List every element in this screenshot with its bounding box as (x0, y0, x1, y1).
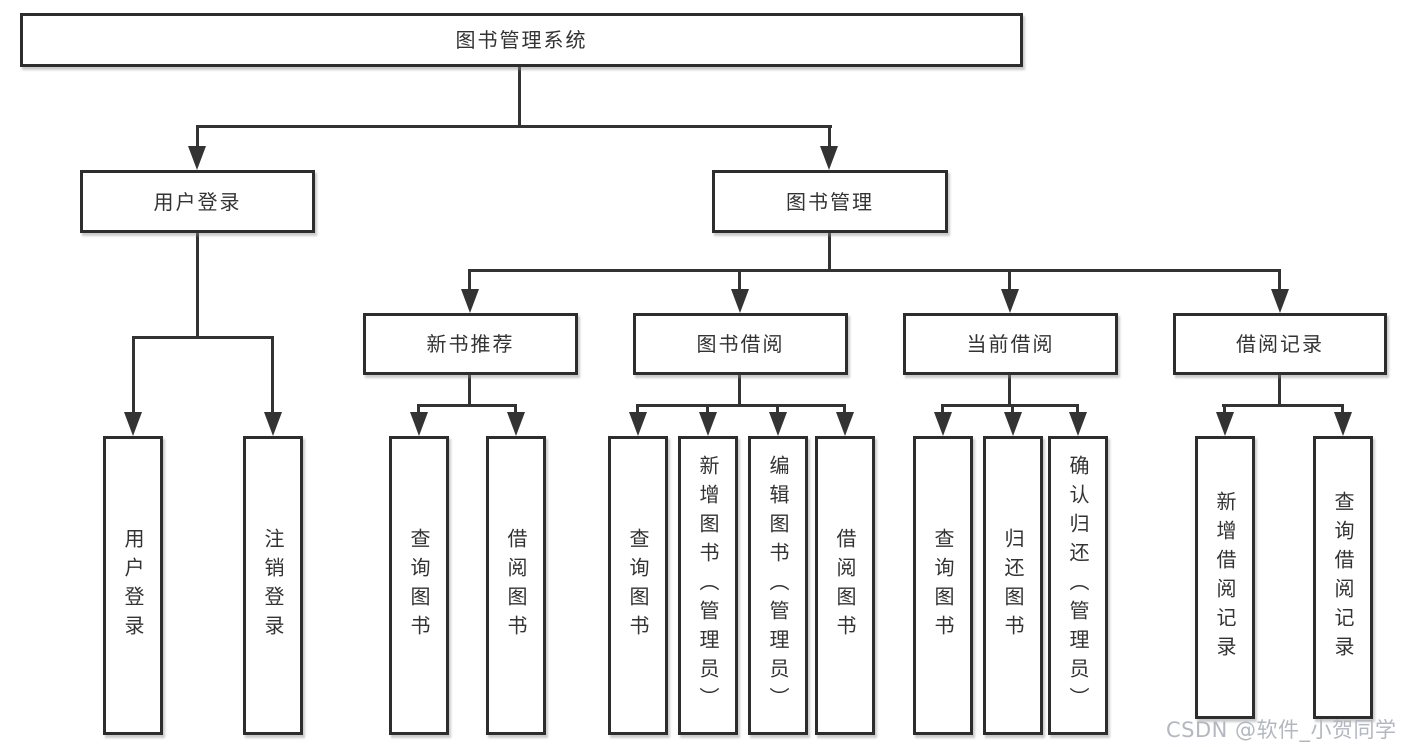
node-label: 当前借阅 (966, 332, 1055, 356)
connector-line (738, 269, 741, 291)
node-current-borrowing: 当前借阅 (903, 313, 1118, 375)
connector-line (1008, 269, 1011, 291)
node-label: 新书推荐 (426, 332, 515, 356)
arrow-down-icon (410, 412, 428, 436)
leaf-return-books: 归还图书 (983, 436, 1043, 735)
node-label: 图书借阅 (696, 332, 785, 356)
connector-line (941, 404, 944, 414)
node-label: 编辑图书（管理员） (766, 455, 790, 716)
arrow-down-icon (934, 412, 952, 436)
connector-line (636, 404, 639, 414)
node-label: 用户登录 (153, 189, 242, 214)
connector-line (776, 404, 779, 414)
node-label: 用户登录 (121, 527, 145, 644)
node-label: 注销登录 (261, 527, 285, 644)
arrow-down-icon (836, 412, 854, 436)
arrow-down-icon (731, 289, 749, 313)
connector-line (196, 125, 832, 128)
connector-line (196, 233, 199, 338)
connector-line (828, 233, 831, 271)
arrow-down-icon (699, 412, 717, 436)
connector-line (1341, 404, 1344, 414)
connector-line (1008, 375, 1011, 406)
connector-line (132, 336, 274, 339)
node-new-book-recommend: 新书推荐 (363, 313, 578, 375)
node-label: 新增图书（管理员） (696, 455, 720, 716)
leaf-edit-book-admin: 编辑图书（管理员） (748, 436, 808, 735)
arrow-down-icon (1004, 412, 1022, 436)
leaf-add-book-admin: 新增图书（管理员） (678, 436, 738, 735)
connector-line (271, 336, 274, 414)
connector-line (469, 269, 1281, 272)
arrow-down-icon (1001, 289, 1019, 313)
leaf-borrow-books: 借阅图书 (486, 436, 546, 735)
connector-line (1278, 375, 1281, 406)
node-label: 确认归还（管理员） (1066, 455, 1090, 716)
node-label: 图书管理 (786, 189, 874, 214)
arrow-down-icon (507, 412, 525, 436)
leaf-query-borrow-record: 查询借阅记录 (1313, 436, 1373, 719)
connector-line (706, 404, 709, 414)
leaf-confirm-return-admin: 确认归还（管理员） (1048, 436, 1108, 735)
arrow-down-icon (1069, 412, 1087, 436)
connector-line (468, 269, 471, 291)
connector-line (828, 125, 831, 148)
arrow-down-icon (188, 146, 206, 170)
node-label: 查询图书 (626, 527, 650, 644)
leaf-query-books: 查询图书 (389, 436, 449, 735)
connector-line (1011, 404, 1014, 414)
node-library-system: 图书管理系统 (20, 13, 1023, 67)
node-label: 查询图书 (931, 527, 955, 644)
connector-line (518, 67, 521, 127)
arrow-down-icon (769, 412, 787, 436)
connector-line (1076, 404, 1079, 414)
arrow-down-icon (820, 146, 838, 170)
connector-line (196, 125, 199, 148)
connector-line (1278, 269, 1281, 291)
connector-line (843, 404, 846, 414)
arrow-down-icon (1216, 412, 1234, 436)
leaf-user-login: 用户登录 (103, 436, 163, 735)
node-label: 查询图书 (407, 527, 431, 644)
node-book-borrowing: 图书借阅 (633, 313, 848, 375)
connector-line (1222, 404, 1344, 407)
connector-line (468, 375, 471, 406)
node-label: 归还图书 (1001, 527, 1025, 644)
connector-line (514, 404, 517, 414)
arrow-down-icon (1271, 289, 1289, 313)
node-label: 新增借阅记录 (1213, 490, 1237, 665)
node-user-login: 用户登录 (80, 170, 315, 233)
connector-line (636, 404, 846, 407)
arrow-down-icon (461, 289, 479, 313)
connector-line (417, 404, 517, 407)
node-label: 查询借阅记录 (1331, 490, 1355, 665)
node-label: 借阅图书 (833, 527, 857, 644)
leaf-logout: 注销登录 (243, 436, 303, 735)
arrow-down-icon (1334, 412, 1352, 436)
node-label: 借阅图书 (504, 527, 528, 644)
connector-line (417, 404, 420, 414)
connector-line (132, 336, 135, 414)
leaf-borrow-books: 借阅图书 (815, 436, 875, 735)
arrow-down-icon (629, 412, 647, 436)
node-label: 借阅记录 (1236, 332, 1324, 356)
connector-line (941, 404, 1079, 407)
arrow-down-icon (264, 412, 282, 436)
node-borrowing-records: 借阅记录 (1173, 313, 1387, 375)
leaf-add-borrow-record: 新增借阅记录 (1195, 436, 1255, 719)
connector-line (1223, 404, 1226, 414)
leaf-query-books: 查询图书 (608, 436, 668, 735)
connector-line (738, 375, 741, 406)
watermark: CSDN @软件_小贺同学 (1166, 718, 1397, 742)
leaf-query-books: 查询图书 (913, 436, 973, 735)
arrow-down-icon (124, 412, 142, 436)
node-label: 图书管理系统 (455, 28, 588, 52)
node-book-management: 图书管理 (712, 170, 948, 233)
